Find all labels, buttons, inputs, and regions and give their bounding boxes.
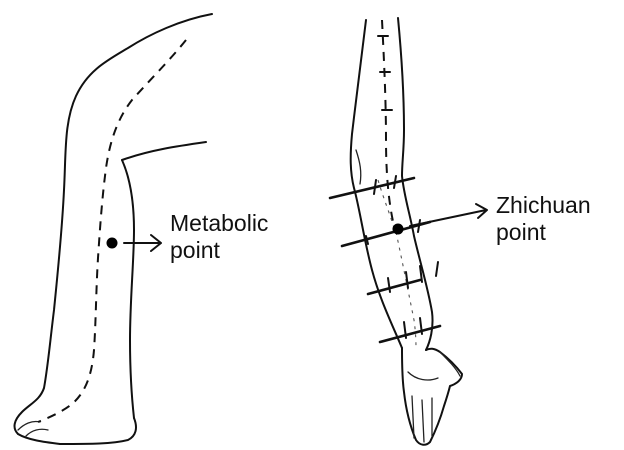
zhichuan-point-arrow bbox=[410, 204, 487, 226]
arm-ruler-line-1 bbox=[330, 178, 414, 198]
arm-illustration bbox=[330, 18, 487, 445]
zhichuan-point-label-line2: point bbox=[496, 219, 591, 246]
arm-meridian-line bbox=[382, 20, 394, 226]
leg-meridian-line bbox=[38, 40, 186, 422]
metabolic-point-arrow bbox=[124, 235, 161, 251]
arm-right-outline bbox=[398, 18, 433, 350]
arm-ruler-line-2 bbox=[342, 222, 430, 246]
zhichuan-point-marker bbox=[393, 224, 404, 235]
zhichuan-point-label: Zhichuan point bbox=[496, 192, 591, 246]
metabolic-point-label-line1: Metabolic bbox=[170, 210, 268, 237]
leg-toes bbox=[18, 421, 48, 436]
leg-sole-outline bbox=[60, 418, 136, 444]
metabolic-point-marker bbox=[107, 238, 118, 249]
hand-palm-crease bbox=[408, 372, 438, 380]
zhichuan-point-label-line1: Zhichuan bbox=[496, 192, 591, 219]
metabolic-point-label: Metabolic point bbox=[170, 210, 268, 264]
hand-thumb bbox=[440, 352, 460, 376]
leg-front-outline bbox=[122, 160, 134, 418]
metabolic-point-label-line2: point bbox=[170, 237, 268, 264]
leg-knee-outline bbox=[122, 142, 206, 160]
arm-upper-ticks bbox=[378, 36, 392, 110]
arm-elbow-crease bbox=[356, 150, 361, 184]
